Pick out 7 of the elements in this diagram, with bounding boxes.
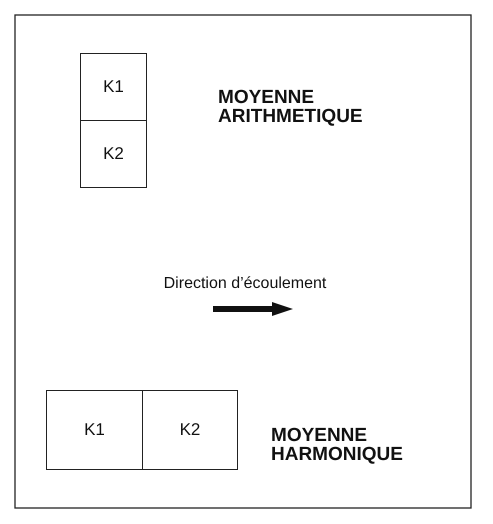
value-box: K2	[142, 390, 238, 470]
value-box: K1	[46, 390, 143, 470]
flow-direction-label: Direction d’écoulement	[162, 274, 328, 294]
value-box: K1	[80, 53, 147, 121]
heading: MOYENNE HARMONIQUE	[271, 426, 404, 464]
heading: MOYENNE ARITHMETIQUE	[218, 88, 364, 126]
value-box: K2	[80, 120, 147, 188]
